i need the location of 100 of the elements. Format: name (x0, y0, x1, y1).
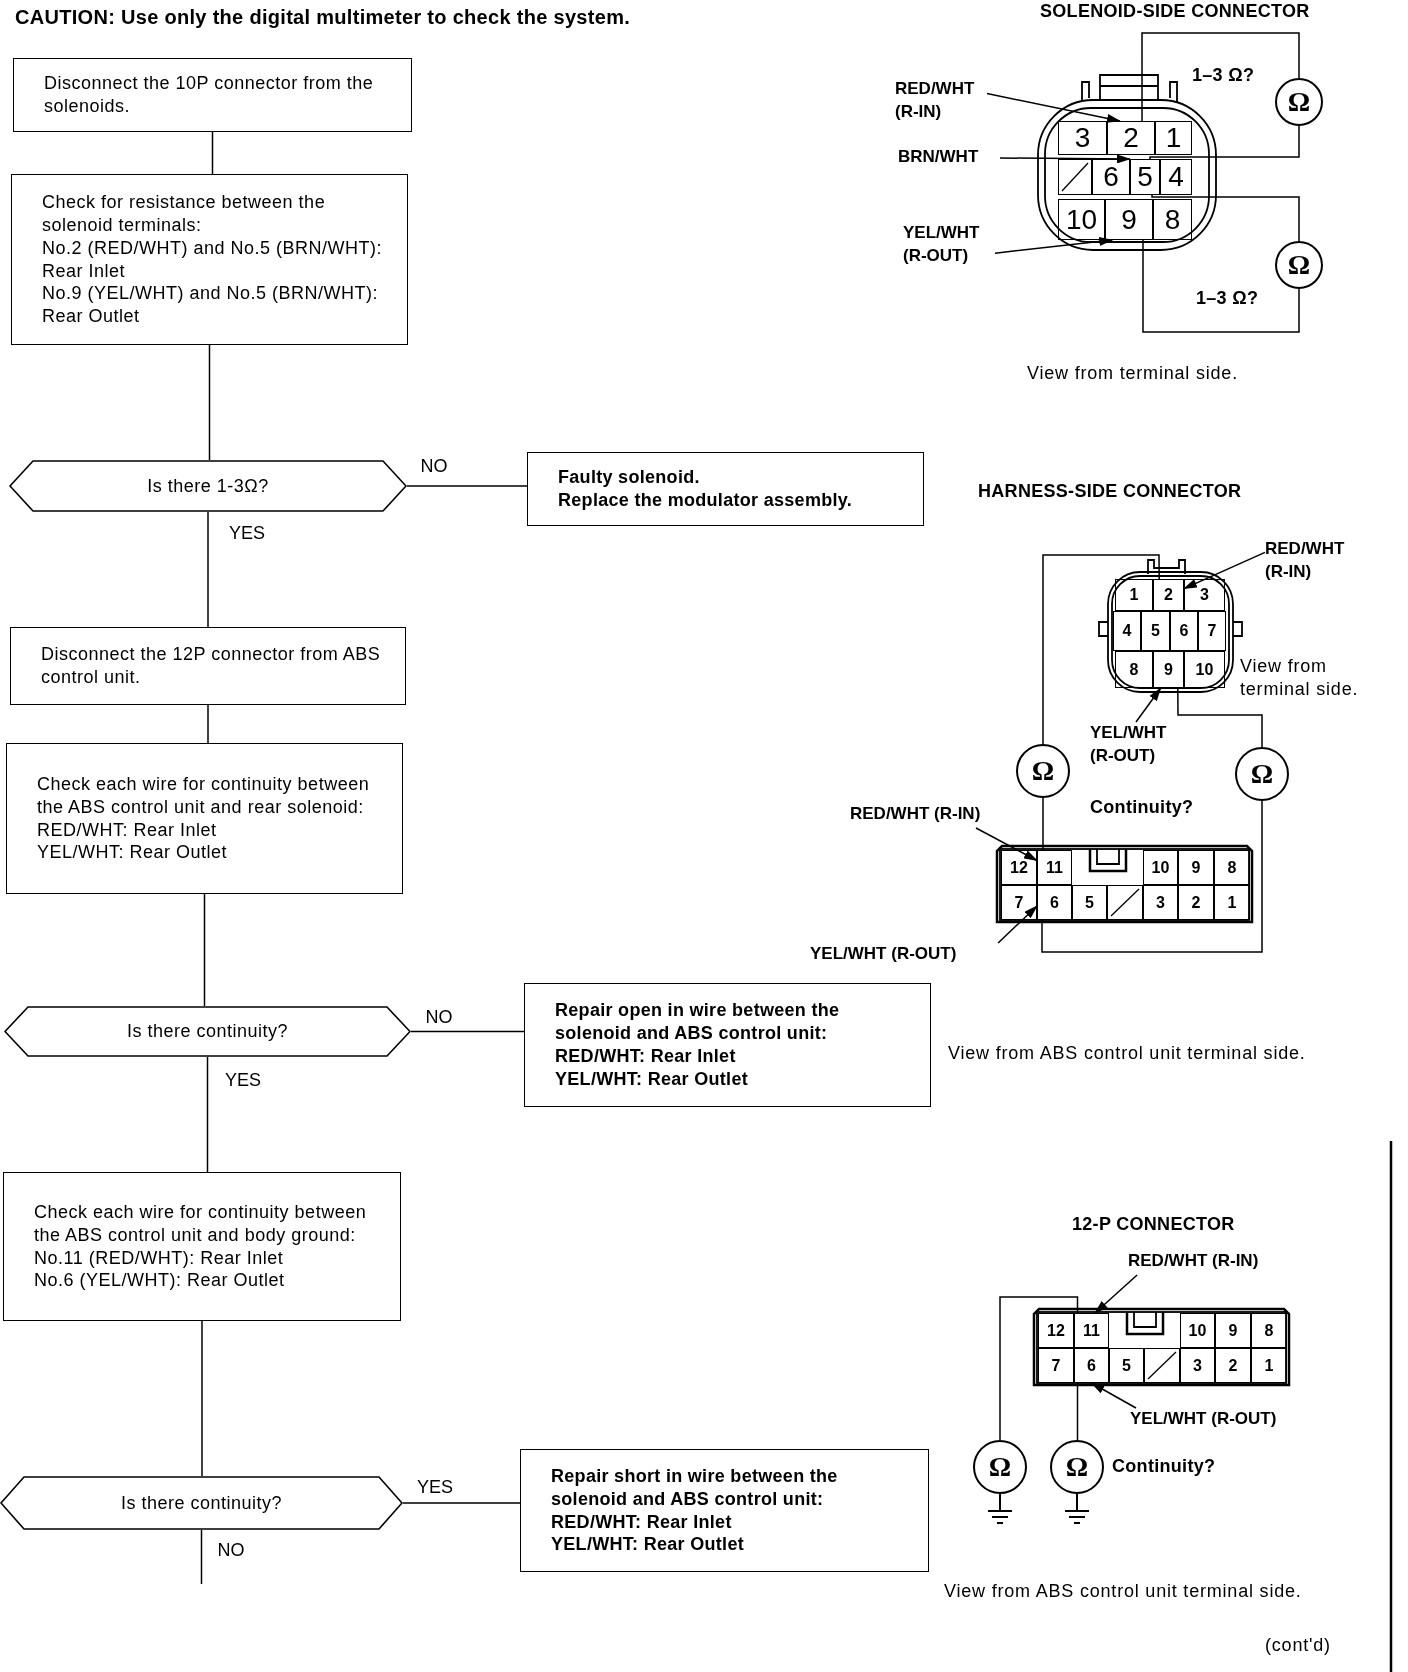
resistance-spec: 1–3 Ω? (1192, 64, 1255, 87)
flow-line (200, 1529, 203, 1585)
view-note: View from ABS control unit terminal side. (944, 1580, 1302, 1603)
leader-line (975, 827, 1038, 862)
page-note: (cont'd) (1265, 1634, 1331, 1657)
terminal-cell: 6 (1170, 611, 1198, 651)
wire-label: RED/WHT (R-IN) (850, 803, 1030, 828)
step-text: Replace the modulator assembly. (558, 489, 854, 512)
terminal-cell: 8 (1153, 199, 1192, 240)
terminal-cell: 9 (1105, 199, 1153, 240)
process-box (10, 627, 406, 705)
terminal-cell: 10 (1058, 199, 1105, 240)
wire-label: YEL/WHT (R-OUT) (810, 943, 1008, 968)
wire-label: RED/WHT (R-IN) (1265, 538, 1357, 586)
question-text: Is there continuity? (126, 1021, 289, 1042)
process-box (6, 743, 403, 894)
terminal-cell: 1 (1251, 1348, 1287, 1383)
wire-label: BRN/WHT (898, 146, 1000, 170)
caution-note: CAUTION: Use only the digital multimeter to check the system. (15, 5, 631, 30)
step-text: Disconnect the 10P connector from the solenoids. (44, 72, 375, 118)
step-text: Check each wire for continuity between the ABS control unit and rear solenoid: (37, 772, 371, 819)
step-text: No.11 (RED/WHT): Rear Inlet (34, 1246, 285, 1270)
test-lead-wire (1141, 32, 1300, 122)
flow-line (406, 485, 528, 487)
test-lead-wire (1041, 800, 1263, 953)
terminal-cell: 10 (1143, 850, 1178, 885)
flow-line (203, 893, 206, 1007)
step-text: YEL/WHT: Rear Outlet (555, 1067, 749, 1091)
wire-label: RED/WHT (R-IN) (895, 78, 987, 130)
step-text: RED/WHT: Rear Inlet (551, 1510, 733, 1534)
terminal-cell: 5 (1109, 1348, 1144, 1383)
terminal-cell: 8 (1251, 1313, 1287, 1348)
terminal-cell: 5 (1141, 611, 1170, 651)
wire-label: YEL/WHT (R-OUT) (903, 222, 995, 274)
terminal-cell: 1 (1115, 579, 1153, 611)
blank-terminal-cell (1107, 885, 1143, 920)
step-text: Disconnect the 12P connector from ABS control unit. (41, 643, 382, 689)
step-text: No.9 (YEL/WHT) and No.5 (BRN/WHT): Rear Outlet (42, 282, 380, 329)
continuity-note: Continuity? (1112, 1455, 1216, 1478)
terminal-cell: 10 (1180, 1313, 1215, 1348)
flow-line (208, 344, 211, 461)
terminal-cell: 5 (1072, 885, 1107, 920)
terminal-cell: 12 (1001, 850, 1037, 885)
test-lead-wire (1042, 554, 1160, 745)
terminal-cell: 6 (1074, 1348, 1109, 1383)
terminal-cell: 6 (1092, 159, 1130, 195)
blank-terminal-cell (1058, 159, 1092, 195)
step-text: YEL/WHT: Rear Outlet (37, 841, 229, 865)
ohmmeter-symbol: Ω (1275, 78, 1323, 126)
terminal-cell: 5 (1130, 159, 1160, 195)
leader-line (999, 154, 1131, 164)
action-box (527, 452, 924, 526)
view-note: View from ABS control unit terminal side. (948, 1042, 1306, 1065)
step-text: Repair short in wire between the solenoid and ABS control unit: (551, 1464, 839, 1511)
test-lead-wire (1151, 194, 1300, 242)
process-box (13, 58, 412, 132)
section-title: SOLENOID-SIDE CONNECTOR (1040, 0, 1310, 23)
continuity-note: Continuity? (1090, 796, 1194, 819)
action-box (520, 1449, 929, 1572)
terminal-cell: 4 (1113, 611, 1141, 651)
leader-line (1183, 551, 1266, 590)
leader-line (994, 237, 1114, 254)
terminal-cell: 7 (1038, 1348, 1074, 1383)
step-text: Check for resistance between the solenoid terminals: (42, 190, 327, 237)
view-note: View from terminal side. (1027, 362, 1238, 385)
process-box (11, 174, 408, 345)
step-text: YEL/WHT: Rear Outlet (551, 1533, 745, 1557)
flow-line (206, 1056, 209, 1173)
terminal-cell: 6 (1037, 885, 1072, 920)
terminal-cell: 2 (1107, 121, 1155, 155)
terminal-cell: 9 (1178, 850, 1214, 885)
step-text: No.6 (YEL/WHT): Rear Outlet (34, 1269, 286, 1293)
ohmmeter-symbol: Ω (1050, 1440, 1104, 1494)
leader-line (997, 905, 1038, 944)
terminal-cell: 12 (1038, 1313, 1074, 1348)
step-text: Faulty solenoid. (558, 466, 701, 489)
flow-line (410, 1030, 525, 1033)
terminal-cell: 11 (1037, 850, 1072, 885)
flow-line (201, 1320, 203, 1477)
wire-label: RED/WHT (R-IN) (1128, 1250, 1310, 1275)
terminal-cell: 10 (1184, 651, 1225, 688)
terminal-cell: 1 (1155, 121, 1192, 155)
terminal-cell: 2 (1178, 885, 1214, 920)
terminal-cell: 3 (1184, 579, 1225, 611)
terminal-cell: 11 (1074, 1313, 1109, 1348)
section-title: 12-P CONNECTOR (1072, 1213, 1235, 1236)
terminal-cell: 8 (1214, 850, 1250, 885)
leader-line (1135, 687, 1162, 723)
test-lead-wire (1149, 125, 1300, 160)
terminal-cell: 8 (1115, 651, 1153, 688)
section-title: HARNESS-SIDE CONNECTOR (978, 480, 1242, 503)
ohmmeter-symbol: Ω (1235, 747, 1289, 801)
terminal-cell: 2 (1215, 1348, 1251, 1383)
terminal-cell: 9 (1215, 1313, 1251, 1348)
terminal-cell: 7 (1001, 885, 1037, 920)
question-text: Is there 1-3Ω? (147, 475, 269, 497)
test-lead-wire (1177, 687, 1263, 748)
leader-line (1094, 1274, 1138, 1314)
ohmmeter-symbol: Ω (1016, 744, 1070, 798)
flow-line (207, 704, 209, 744)
